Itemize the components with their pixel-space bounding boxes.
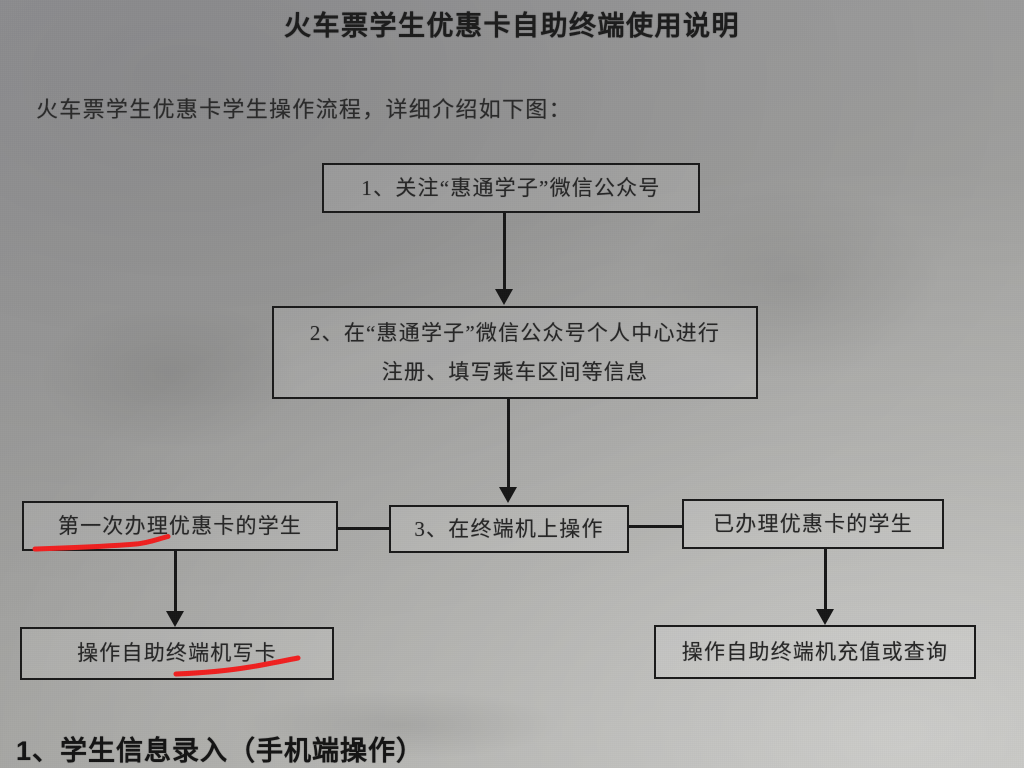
connector-step2-step3 bbox=[507, 399, 510, 489]
flow-node-label: 第一次办理优惠卡的学生 bbox=[57, 513, 303, 538]
page-title: 火车票学生优惠卡自助终端使用说明 bbox=[284, 11, 740, 41]
connector-firsttime-writecard bbox=[174, 551, 177, 614]
connector-step3-firsttime bbox=[338, 527, 391, 530]
arrowhead-step2 bbox=[495, 289, 513, 305]
arrowhead-recharge bbox=[816, 609, 834, 625]
connector-step1-step2 bbox=[503, 213, 506, 291]
flow-node-write-card: 操作自助终端机写卡 bbox=[20, 627, 334, 680]
flow-node-step1: 1、关注“惠通学子”微信公众号 bbox=[322, 163, 700, 213]
flow-node-existing-card-student: 已办理优惠卡的学生 bbox=[682, 499, 944, 549]
flow-node-step2: 2、在“惠通学子”微信公众号个人中心进行注册、填写乘车区间等信息 bbox=[272, 306, 758, 399]
connector-step3-existing bbox=[628, 525, 684, 528]
flow-node-label: 3、在终端机上操作 bbox=[414, 516, 604, 541]
arrowhead-writecard bbox=[166, 611, 184, 627]
flow-node-step3: 3、在终端机上操作 bbox=[389, 505, 629, 553]
flow-node-first-time-student: 第一次办理优惠卡的学生 bbox=[22, 501, 338, 551]
flow-node-label: 操作自助终端机写卡 bbox=[77, 641, 277, 666]
flow-node-label: 1、关注“惠通学子”微信公众号 bbox=[361, 175, 661, 200]
flow-node-recharge-or-query: 操作自助终端机充值或查询 bbox=[654, 625, 976, 679]
flow-node-label: 操作自助终端机充值或查询 bbox=[681, 639, 949, 664]
section-heading: 1、学生信息录入（手机端操作） bbox=[16, 736, 425, 766]
flow-node-label: 2、在“惠通学子”微信公众号个人中心进行注册、填写乘车区间等信息 bbox=[309, 320, 721, 384]
intro-paragraph: 火车票学生优惠卡学生操作流程，详细介绍如下图： bbox=[36, 97, 572, 122]
connector-existing-recharge bbox=[824, 549, 827, 611]
arrowhead-step3 bbox=[499, 487, 517, 503]
flow-node-label: 已办理优惠卡的学生 bbox=[713, 511, 913, 536]
